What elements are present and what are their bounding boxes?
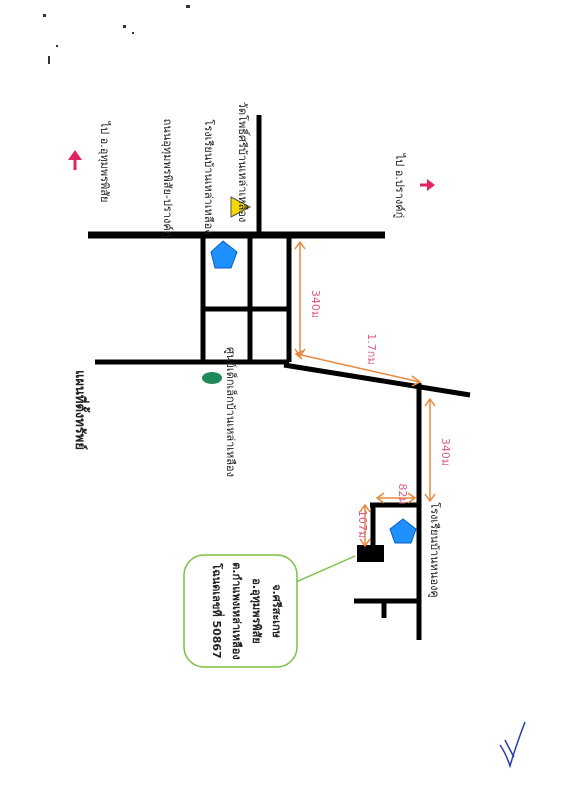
distance-label-2: 1.7กม (365, 333, 378, 364)
callout-district: อ.อุทุมพรพิสัย (249, 578, 263, 643)
pentagon-icon (389, 518, 417, 544)
label-child-center: ศูนย์เด็กเล็กบ้านเหล่าเหลือง (224, 347, 238, 477)
label-road-name: ถนนอุทุมพรพิสัย-ปรางค์กู่ (161, 119, 174, 238)
callout-subdistrict: ต.กำแพงเหล่าเหลือง (230, 562, 243, 660)
callout-province: จ.ศรีสะเกษ (270, 584, 283, 639)
roads (88, 115, 471, 640)
distance-label-5: 107ม (356, 510, 369, 538)
signature-mark (499, 721, 526, 769)
property-callout: โฉนดเลขที่ 50867 ต.กำแพงเหล่าเหลือง อ.อุ… (183, 554, 356, 668)
scan-specks (43, 5, 190, 64)
callout-deed-number: โฉนดเลขที่ 50867 (210, 562, 225, 658)
distance-label-3: 340ม (439, 438, 452, 466)
label-school-2: โรงเรียนบ้านหนองคู (428, 502, 442, 598)
diagonal-road (283, 362, 471, 398)
ellipse-icon (202, 372, 222, 384)
arrow-icon (420, 179, 435, 191)
arrow-icon (68, 150, 82, 170)
label-temple: วัดโพธิ์ศรีบ้านเหล่าเหลือง (236, 102, 251, 222)
distance-label-4: 82ม (396, 483, 409, 504)
label-school-1: โรงเรียนบ้านเหล่าเหลือง (202, 119, 216, 234)
map-title: แผนที่ตั้งทรัพย์ (72, 370, 91, 450)
label-to-uthumphon: ไป อ.อุทุมพรพิสัย (98, 121, 111, 203)
pentagon-icon (210, 240, 238, 269)
rectangle-icon (357, 545, 384, 562)
distance-label-1: 340ม (309, 290, 322, 318)
triangle-icon (230, 196, 252, 218)
distance-lines (294, 240, 436, 548)
label-to-prang-ku: ไป อ.ปรางค์กู่ (393, 153, 406, 219)
